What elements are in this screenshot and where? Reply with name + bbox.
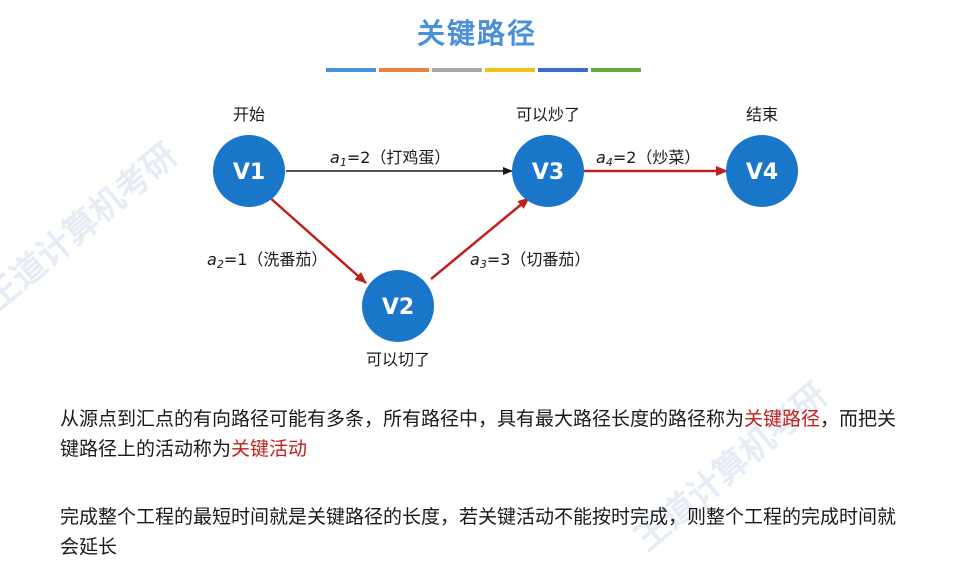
node-v1: V1	[213, 135, 285, 207]
svg-text:V1: V1	[233, 160, 265, 185]
node-caption-v4: 结束	[746, 105, 778, 124]
node-v3: V3	[512, 135, 584, 207]
edge-label-v1-v3: a1=2（打鸡蛋）	[330, 148, 450, 169]
edge-v2-v3	[430, 197, 530, 280]
edge-label-v1-v2: a2=1（洗番茄）	[207, 250, 327, 271]
definition-paragraph: 从源点到汇点的有向路径可能有多条，所有路径中，具有最大路径长度的路径称为关键路径…	[60, 404, 910, 464]
color-bar-segment	[538, 68, 588, 72]
color-bar-segment	[432, 68, 482, 72]
node-caption-v2: 可以切了	[366, 350, 430, 369]
color-bar-segment	[379, 68, 429, 72]
svg-text:V3: V3	[532, 160, 564, 185]
edge-label-v2-v3: a3=3（切番茄）	[470, 250, 590, 271]
color-bar-segment	[485, 68, 535, 72]
term-critical-activity: 关键活动	[231, 438, 308, 460]
explanation-paragraph: 完成整个工程的最短时间就是关键路径的长度，若关键活动不能按时完成，则整个工程的完…	[60, 506, 897, 558]
node-caption-v1: 开始	[233, 105, 265, 124]
definition-text-1: 从源点到汇点的有向路径可能有多条，所有路径中，具有最大路径长度的路径称为	[60, 408, 745, 430]
node-caption-v3: 可以炒了	[516, 105, 580, 124]
svg-text:V2: V2	[382, 295, 414, 320]
edge-v1-v2	[267, 195, 367, 284]
color-bar-segment	[591, 68, 641, 72]
page-title: 关键路径	[416, 17, 537, 50]
color-bar-segment	[326, 68, 376, 72]
critical-path-diagram: a1=2（打鸡蛋） a2=1（洗番茄） a3=3（切番茄） a4=2（炒菜） V…	[207, 105, 798, 369]
svg-text:V4: V4	[746, 160, 778, 185]
term-critical-path: 关键路径	[744, 408, 821, 430]
node-v2: V2	[362, 270, 434, 342]
node-v4: V4	[726, 135, 798, 207]
definition-text-2: ，而把关键路径上的活动称为	[60, 408, 897, 460]
edge-label-v3-v4: a4=2（炒菜）	[596, 148, 700, 169]
color-bar	[326, 68, 641, 72]
